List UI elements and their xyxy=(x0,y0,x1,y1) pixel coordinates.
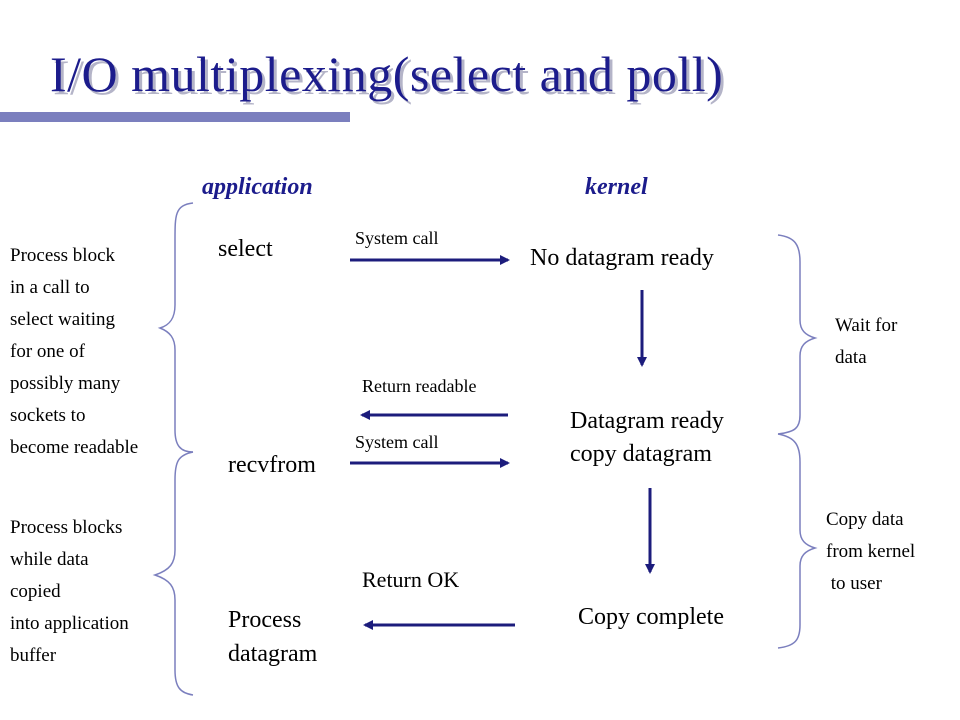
title-underline-bar xyxy=(0,112,350,122)
note-copy-data: Copy data from kernel to user xyxy=(826,509,916,594)
column-heading-kernel: kernel xyxy=(585,174,648,200)
kernel-state-no-datagram: No datagram ready xyxy=(530,245,714,271)
kernel-state-copy-complete: Copy complete xyxy=(578,604,724,630)
right-brace-copy xyxy=(777,433,818,649)
arrow-label-return-ok: Return OK xyxy=(362,567,460,592)
note-wait-for-data: Wait for data xyxy=(835,315,898,368)
kernel-state-datagram-ready: Datagram ready copy datagram xyxy=(570,408,724,467)
app-step-process-datagram: Process datagram xyxy=(228,607,318,667)
note-process-block-select: Process block in a call to select waitin… xyxy=(10,245,139,458)
left-brace-select xyxy=(157,202,194,453)
arrow-label-return-readable: Return readable xyxy=(362,376,477,396)
arrow-label-system-call-1: System call xyxy=(355,228,439,248)
column-heading-application: application xyxy=(202,174,313,200)
right-brace-wait xyxy=(777,234,818,435)
arrow-label-system-call-2: System call xyxy=(355,432,439,452)
slide-title: I/O multiplexing(select and poll) xyxy=(50,46,724,102)
app-step-select: select xyxy=(218,236,273,262)
note-process-block-copy: Process blocks while data copied into ap… xyxy=(10,517,129,666)
app-step-recvfrom: recvfrom xyxy=(228,452,316,478)
left-brace-copy xyxy=(152,451,194,696)
